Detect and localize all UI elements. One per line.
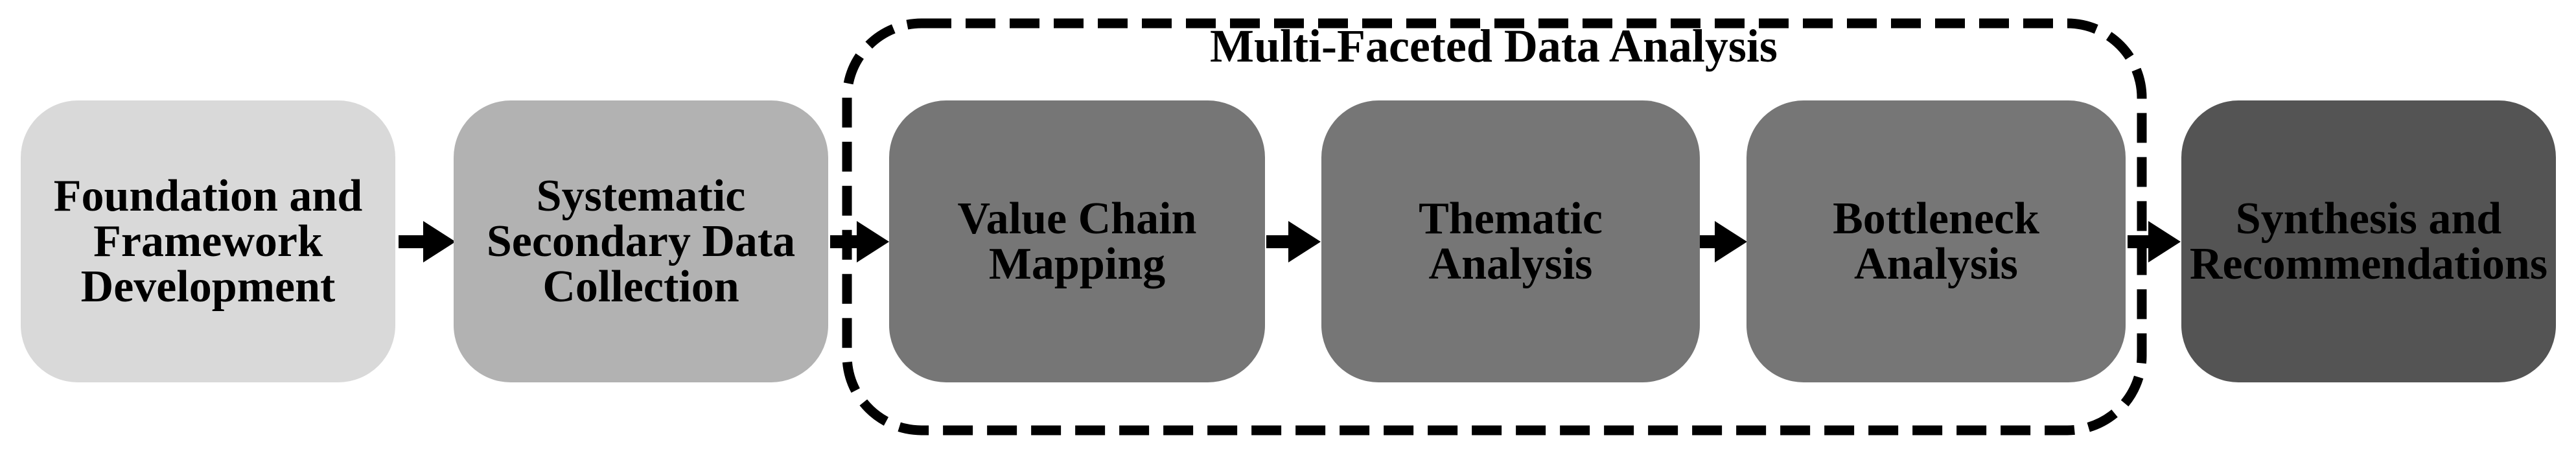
flow-arrow-3 <box>1266 221 1321 262</box>
arrow-shaft <box>1700 235 1715 248</box>
node-secondary-data-collection: Systematic Secondary Data Collection <box>454 100 828 382</box>
flow-arrow-5 <box>2128 221 2181 262</box>
node-label: Systematic Secondary Data Collection <box>486 170 796 312</box>
arrow-shaft <box>1266 235 1288 248</box>
arrow-head-icon <box>1715 221 1747 262</box>
node-label: Value Chain Mapping <box>957 193 1197 289</box>
group-title: Multi-Faceted Data Analysis <box>1210 20 1778 72</box>
node-foundation-framework: Foundation and Framework Development <box>21 100 395 382</box>
node-synthesis-recommendations: Synthesis and Recommendations <box>2181 100 2556 382</box>
arrow-shaft <box>399 235 423 248</box>
node-label: Synthesis and Recommendations <box>2189 193 2548 289</box>
arrow-head-icon <box>2148 221 2181 262</box>
node-bottleneck-analysis: Bottleneck Analysis <box>1746 100 2126 382</box>
arrow-head-icon <box>423 221 456 262</box>
arrow-shaft <box>2128 235 2148 248</box>
arrow-head-icon <box>1288 221 1321 262</box>
dashed-rounded-rect <box>842 18 2147 436</box>
node-thematic-analysis: Thematic Analysis <box>1321 100 1700 382</box>
node-label: Thematic Analysis <box>1419 193 1603 289</box>
node-label: Foundation and Framework Development <box>53 170 363 312</box>
flow-arrow-1 <box>399 221 456 262</box>
node-value-chain-mapping: Value Chain Mapping <box>889 100 1265 382</box>
flow-arrow-4 <box>1700 221 1747 262</box>
flow-arrow-2 <box>830 221 889 262</box>
node-label: Bottleneck Analysis <box>1833 193 2039 289</box>
arrow-head-icon <box>857 221 889 262</box>
arrow-shaft <box>830 235 857 248</box>
